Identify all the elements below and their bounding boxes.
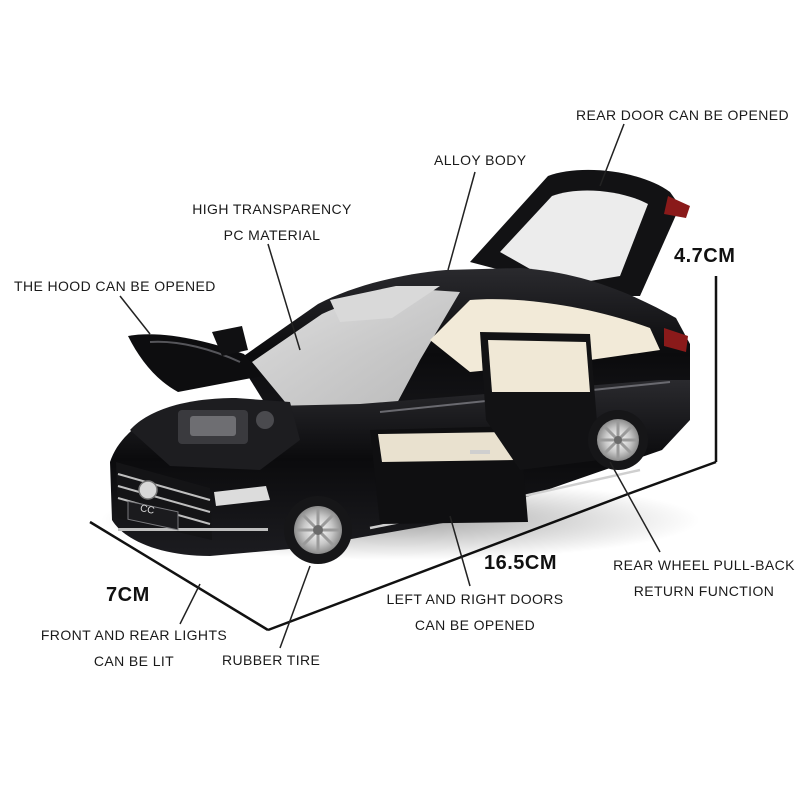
leader-lines [119, 123, 661, 649]
rear-wheel-line1: REAR WHEEL PULL-BACK [613, 557, 795, 573]
lights-label: FRONT AND REAR LIGHTS CAN BE LIT [34, 626, 234, 670]
height-dimension: 4.7CM [674, 245, 736, 267]
doors-label: LEFT AND RIGHT DOORS CAN BE OPENED [380, 590, 570, 634]
badge-text: CC [139, 503, 155, 517]
front-wheel [284, 496, 352, 564]
badge-plate [127, 500, 179, 531]
hood-label: THE HOOD CAN BE OPENED [14, 278, 216, 294]
length-dimension: 16.5CM [484, 552, 558, 574]
lights-line1: FRONT AND REAR LIGHTS [40, 627, 228, 643]
tire-label: RUBBER TIRE [222, 652, 321, 668]
pc-material-line2: PC MATERIAL [223, 227, 321, 243]
pc-material-line1: HIGH TRANSPARENCY [192, 201, 352, 217]
rear-door-label: REAR DOOR CAN BE OPENED [576, 107, 790, 123]
rear-side-door-part [480, 332, 600, 470]
width-dimension: 7CM [106, 584, 150, 606]
rear-wheel-label: REAR WHEEL PULL-BACK RETURN FUNCTION [612, 556, 796, 600]
front-door-part [370, 426, 528, 524]
engine-bay [130, 398, 300, 470]
rear-door-part [470, 169, 690, 296]
rear-wheel [588, 410, 648, 470]
pc-material-label: HIGH TRANSPARENCY PC MATERIAL [188, 200, 356, 244]
rear-wheel-line2: RETURN FUNCTION [633, 583, 775, 599]
lights-line2: CAN BE LIT [93, 653, 175, 669]
doors-line2: CAN BE OPENED [414, 617, 536, 633]
side-mirror [212, 326, 248, 356]
alloy-body-label: ALLOY BODY [434, 152, 527, 168]
tail-light [664, 328, 688, 352]
doors-line1: LEFT AND RIGHT DOORS [386, 591, 564, 607]
